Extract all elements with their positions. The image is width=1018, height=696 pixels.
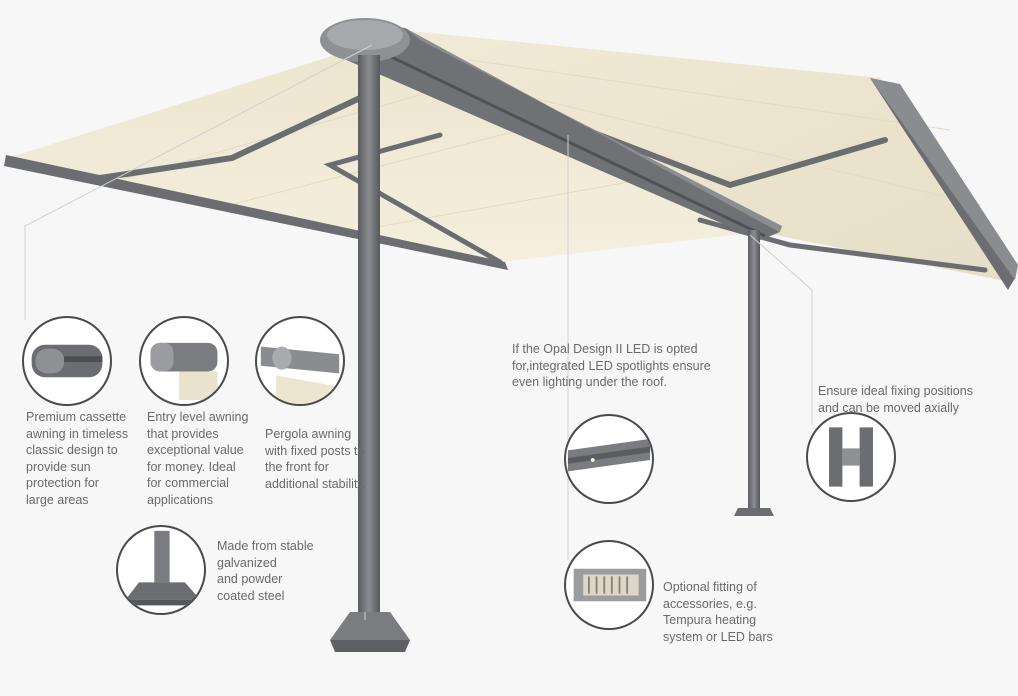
pergola-awning-icon [260,346,340,404]
entry-awning-icon [150,342,218,401]
led-text: If the Opal Design II LED is opted for,i… [512,342,711,389]
led-bar-icon [567,438,651,472]
steel-text: Made from stable galvanized and powder c… [217,539,314,603]
post-base-detail [116,525,206,615]
heater-detail [564,540,654,630]
entry-level-text: Entry level awning that provides excepti… [147,410,249,507]
fixing-bracket-detail [806,412,896,502]
fixing-text: Ensure ideal fixing positions and can be… [818,384,973,415]
entry-awning-detail [139,316,229,406]
cassette-awning-detail [22,316,112,406]
rear-post [748,230,760,508]
accessories-text: Optional fitting of accessories, e.g. Te… [663,580,773,644]
right-canopy [400,30,1010,282]
post-base-icon [125,530,201,606]
fixing-bracket-icon [829,427,873,487]
heater-icon [573,568,647,602]
central-beam [335,20,780,240]
cassette-awning-icon [31,344,103,378]
front-post-base [330,640,410,652]
pergola-text: Pergola awning with fixed posts to the f… [265,427,367,491]
led-bar-detail [564,414,654,504]
premium-cassette-text: Premium cassette awning in timeless clas… [26,410,129,507]
left-canopy [8,52,760,262]
right-front-bar [870,78,1015,290]
pergola-awning-detail [255,316,345,406]
left-front-bar [4,155,508,270]
front-post [358,55,380,625]
